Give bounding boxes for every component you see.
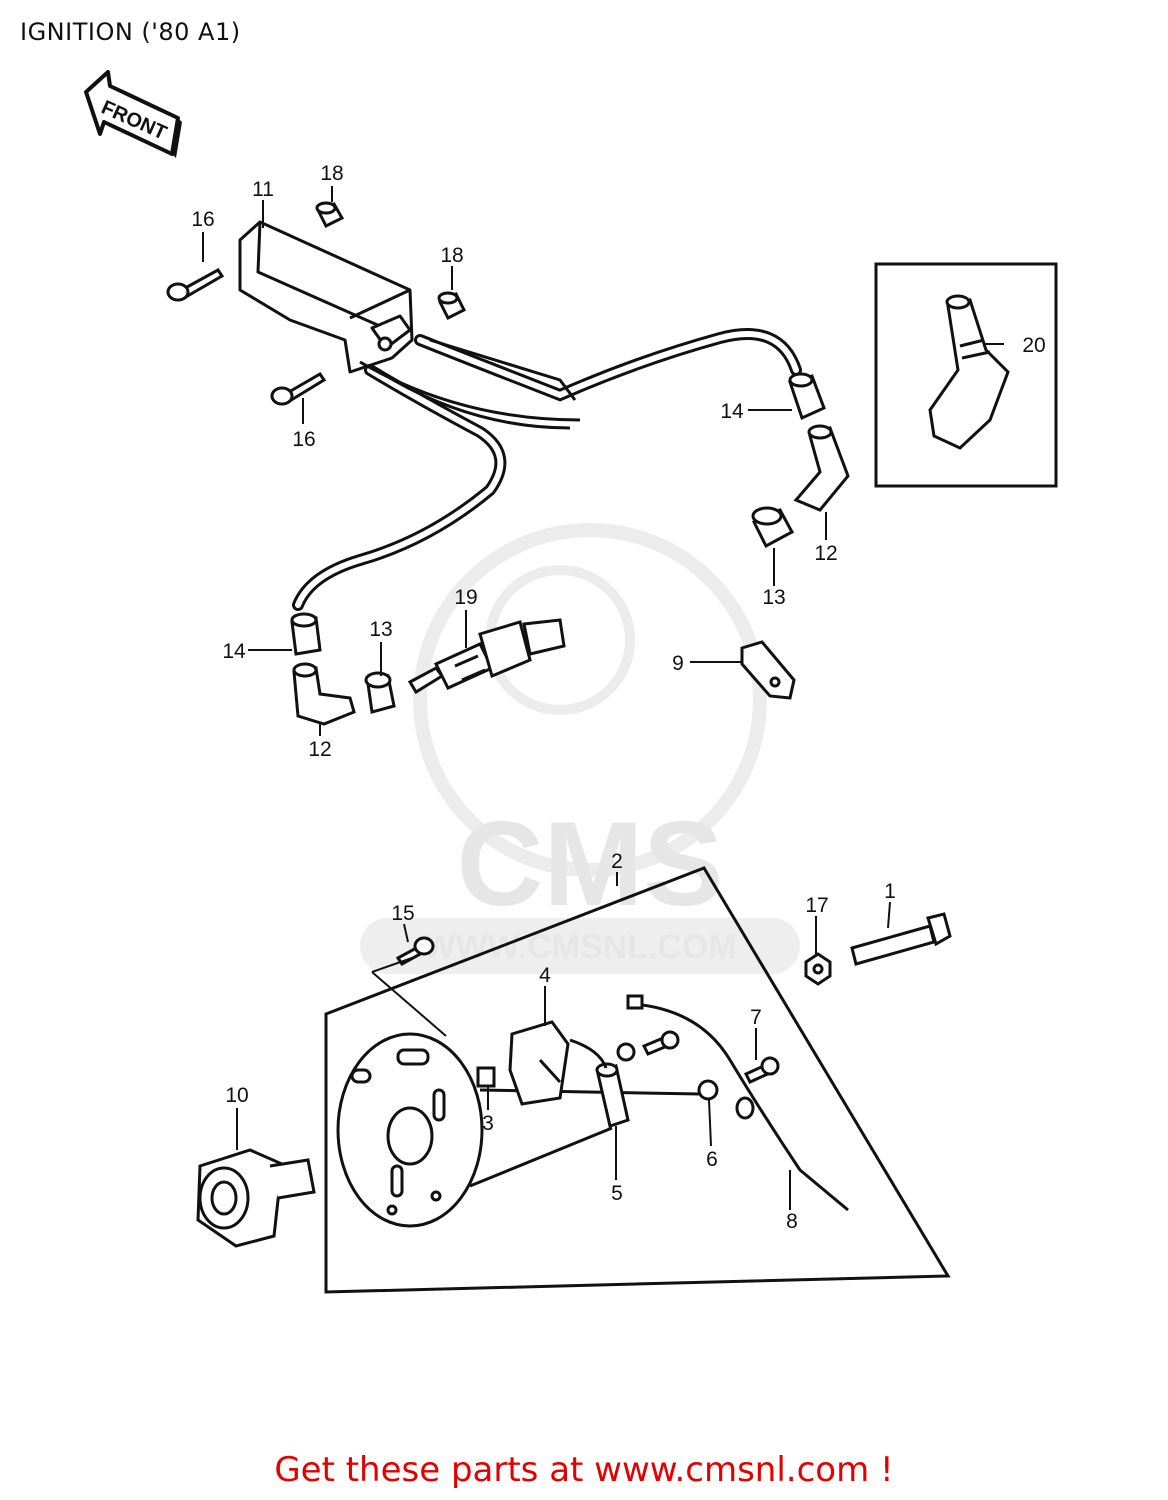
callout-13-right: 13 [762, 586, 785, 609]
front-arrow-icon: FRONT [84, 70, 182, 158]
callout-4: 4 [539, 964, 551, 987]
plug-cap-right [788, 372, 850, 512]
callout-12-right: 12 [814, 542, 837, 565]
screw-16-top [166, 268, 225, 302]
grommet-13-right [751, 506, 795, 549]
callout-10: 10 [225, 1084, 248, 1107]
callout-3: 3 [482, 1112, 494, 1135]
callout-16-bottom: 16 [292, 428, 315, 451]
condenser [569, 1038, 630, 1128]
nut-17 [804, 952, 832, 986]
spark-advancer [196, 1148, 316, 1248]
felt-3 [476, 1066, 496, 1088]
page-title: IGNITION ('80 A1) [20, 18, 241, 46]
breaker-plate [336, 1032, 701, 1228]
callout-12-left: 12 [308, 738, 331, 761]
parts-diagram: CMS WWW.CMSNL.COM FRONT [84, 70, 1058, 1294]
callout-14-left: 14 [222, 640, 246, 663]
screw-7 [743, 1056, 780, 1084]
callout-18-top: 18 [320, 162, 343, 185]
plug-cap-20 [928, 294, 1010, 450]
wire-lead-8 [626, 994, 849, 1212]
washer-6 [697, 1079, 719, 1101]
ignition-coil [238, 220, 414, 374]
callout-14-right: 14 [720, 400, 744, 423]
watermark-url: WWW.CMSNL.COM [423, 928, 737, 966]
cap-18-a [315, 201, 345, 229]
inset-box [874, 262, 1058, 488]
cap-18-b [437, 291, 467, 321]
leader-lines [202, 186, 1004, 1210]
plug-cap-left [290, 612, 356, 726]
callout-8: 8 [786, 1210, 798, 1233]
callout-5: 5 [611, 1182, 623, 1205]
callout-6: 6 [706, 1148, 718, 1171]
bracket-9 [740, 640, 796, 700]
bolt-1 [850, 912, 952, 966]
callout-13-left: 13 [369, 618, 392, 641]
grommet-13-left [364, 671, 396, 714]
callout-17: 17 [805, 894, 828, 917]
callout-1: 1 [884, 880, 896, 903]
callout-19: 19 [454, 586, 477, 609]
callout-2: 2 [611, 850, 623, 873]
screw-center [616, 1030, 680, 1062]
footer-link[interactable]: Get these parts at www.cmsnl.com ! [274, 1450, 894, 1490]
screw-16-bottom [270, 371, 327, 406]
watermark-brand: CMS [457, 797, 724, 931]
assembly-outline [324, 866, 951, 1294]
callout-15: 15 [391, 902, 414, 925]
spark-plug [407, 618, 566, 695]
contact-point-set [508, 1020, 570, 1106]
callout-18-mid: 18 [440, 244, 463, 267]
callout-7: 7 [750, 1006, 762, 1029]
callout-20: 20 [1022, 334, 1045, 357]
cms-watermark: CMS WWW.CMSNL.COM [360, 523, 800, 974]
callout-11: 11 [252, 178, 274, 201]
callout-16-top: 16 [191, 208, 214, 231]
callout-9: 9 [672, 652, 684, 675]
